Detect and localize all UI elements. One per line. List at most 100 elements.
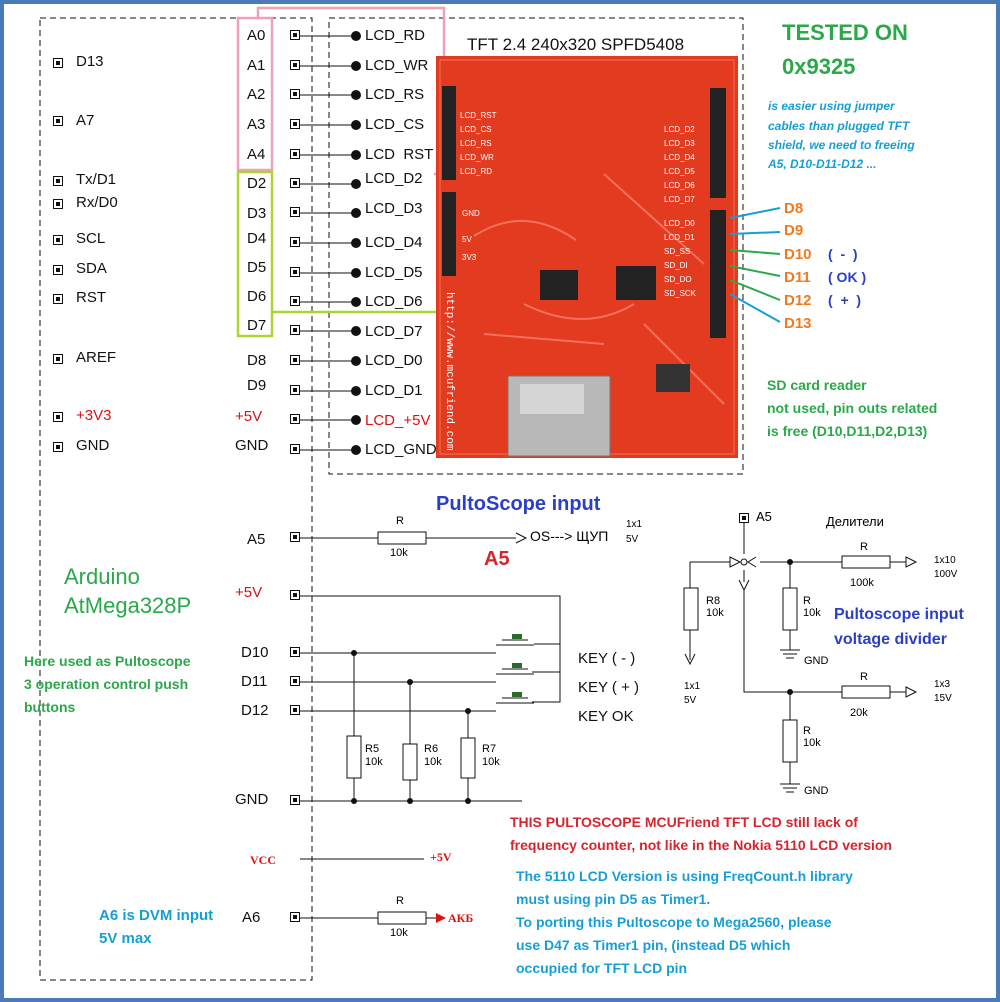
wire-label-lcd-rd: LCD_RD [365,27,426,44]
pultoscope-resistor-value: 10k [390,547,408,559]
sd-note-line1: SD card reader [767,377,867,393]
tft-url: http://www.mcufriend.com [443,292,455,451]
pin-square [53,176,63,186]
tft-label-lcd-wr: LCD_WR [460,153,494,162]
wire-label-lcd-d3: LCD_D3 [365,200,423,217]
tft-label-sd-ss: SD_SS [664,247,691,256]
wire-label-lcd-d6: LCD_D6 [365,293,423,310]
r6-value: 10k [424,756,442,768]
wire-label-lcd-d7: LCD_D7 [365,323,423,340]
r8-value: 10k [706,607,724,619]
pin-label-d6: D6 [247,288,267,305]
pushbutton-note-line2: 3 operation control push [24,676,189,692]
key-plus-label: KEY ( + ) [578,679,639,696]
r-bottom-gnd-name: R [803,725,811,737]
lcd5110-note-line2: must using pin D5 as Timer1. [516,891,711,907]
pin-label-d11: D11 [241,673,268,690]
pushbutton-note-line1: Here used as Pultoscope [24,653,191,669]
tft-title: TFT 2.4 240x320 SPFD5408 [467,35,685,54]
pin-square [290,296,300,306]
shield-pin-d12: D12 [784,292,812,309]
pin-square [290,178,300,188]
pin-square [290,444,300,454]
tft-label-d4: LCD_D4 [664,153,695,162]
pin-label-a3: A3 [247,116,266,133]
wire-label-lcd-5v: LCD_+5V [365,412,431,429]
pin-label-tx: Tx/D1 [76,171,117,188]
lcd5110-note-line5: occupied for TFT LCD pin [516,960,688,976]
shield-func-ok: ( OK ) [828,269,867,285]
tft-outline [328,17,744,475]
pin-square [53,116,63,126]
tft-label-3v3: 3V3 [462,253,477,262]
pin-square [290,149,300,159]
pin-square [53,412,63,422]
key-ok-label: KEY OK [578,708,634,725]
r-bottom-gnd-value: 10k [803,737,821,749]
wire-label-lcd-gnd: LCD_GND [365,441,437,458]
pin-label-d12: D12 [241,702,269,719]
pin-square [290,912,300,922]
pin-label-gnd-right: GND [235,437,269,454]
pin-square [290,325,300,335]
data-group-box [236,170,274,338]
r5-value: 10k [365,756,383,768]
pin-label-5v-lower: +5V [235,584,263,601]
dvm-note-line2: 5V max [99,930,152,947]
tft-label-d3: LCD_D3 [664,139,695,148]
pin-square [53,354,63,364]
pultoscope-volt: 5V [626,534,639,545]
dvm-resistor-name: R [396,895,404,907]
r-bottom-value: 20k [850,707,868,719]
shield-pin-d8: D8 [784,200,804,217]
shield-pin-d10: D10 [784,246,812,263]
shield-pin-d11: D11 [784,269,811,286]
divider-label-line1: Pultoscope input [834,606,964,623]
pin-square [290,119,300,129]
pin-label-sda: SDA [76,260,107,277]
schematic-canvas: D13 A7 Tx/D1 Rx/D0 SCL SDA RST AREF +3V3… [4,4,996,998]
freq-note-line1: THIS PULTOSCOPE MCUFriend TFT LCD still … [510,814,858,830]
tft-label-5v: 5V [462,235,472,244]
pin-label-d2: D2 [247,175,267,192]
pin-label-rx: Rx/D0 [76,194,118,211]
gnd-label-bottom: GND [804,785,829,797]
tft-label-sd-sck: SD_SCK [664,289,697,298]
shield-pin-d13: D13 [784,315,812,332]
r8-name: R8 [706,595,721,607]
pin-square [290,267,300,277]
wiring-layer [39,6,918,981]
pin-label-d3: D3 [247,205,267,222]
pultoscope-a5-tag: A5 [484,548,510,570]
pin-label-d7: D7 [247,317,267,334]
pin-label-rst: RST [76,289,106,306]
shield-pin-d9: D9 [784,222,804,239]
tested-on-title: TESTED ON [782,20,908,45]
vcc-dest: +5V [430,850,452,864]
jumper-note-line4: A5, D10-D11-D12 ... [768,157,877,171]
pin-label-a1: A1 [247,57,266,74]
tft-label-sd-di: SD_DI [664,261,688,270]
arduino-title-line2: AtMega328P [64,593,192,618]
divider-out-ratio: 1x1 [684,681,701,692]
pin-square [290,705,300,715]
tft-label-d1: LCD_D1 [664,233,695,242]
r-top-gnd-name: R [803,595,811,607]
pultoscope-input-title: PultoScope input [436,493,601,515]
pin-label-d13: D13 [76,53,104,70]
shield-func-plus: ( + ) [828,292,862,308]
pin-square [290,795,300,805]
shield-func-minus: ( - ) [828,246,858,262]
pin-label-aref: AREF [76,349,117,366]
wire-label-lcd-rs: LCD_RS [365,86,425,103]
pin-square [739,513,749,523]
pin-label-a0: A0 [247,27,266,44]
lcd5110-note-line4: use D47 as Timer1 pin, (instead D5 which [516,937,791,953]
wire-label-lcd-wr: LCD_WR [365,57,429,74]
pin-square [53,199,63,209]
freq-note-line2: frequency counter, not like in the Nokia… [510,837,892,853]
pin-label-d9: D9 [247,377,267,394]
wire-label-lcd-d1: LCD_D1 [365,382,423,399]
wire-label-lcd-d0: LCD_D0 [365,352,423,369]
pin-label-gnd: GND [76,437,110,454]
